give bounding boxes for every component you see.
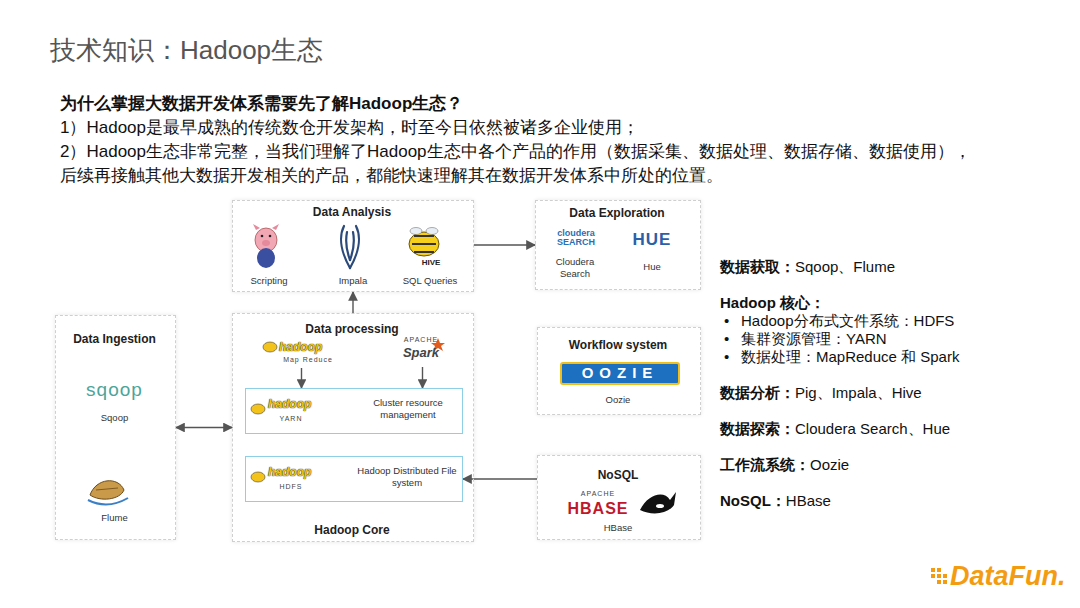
note-text: 工作流系统： [720,456,810,475]
box-text: Map Reduce [277,356,339,365]
box-text: Flume [56,512,173,524]
datafun-dots [931,568,947,584]
note-text: 数据探索： [720,420,795,439]
box-text: Scripting [238,275,300,287]
component-box: hadoopMap Reduce [261,340,342,368]
box-text: Cloudera Search [546,256,604,280]
box-text: cloudera SEARCH [544,229,608,248]
note-text: • [724,312,729,331]
component-box: hadoopHDFS Hadoop Distributed File system [245,456,463,502]
box-text: Data Ingestion [56,332,173,347]
box-text: Data Analysis [233,205,471,220]
box-text: APACHE [558,490,638,499]
box-text: Data processing [233,322,471,337]
note-text: Pig、Impala、Hive [795,384,922,403]
note-text: • [724,330,729,349]
component-box: Data Exploration cloudera SEARCH HUE Cloude… [535,200,701,290]
component-box: Data processingHadoop CorehadoopMap Redu… [232,313,474,542]
box-text: Oozie [538,394,698,406]
connector-arrow [176,427,232,428]
box-text: Impala [323,275,383,287]
note-text: Hadoop分布式文件系统：HDFS [741,312,954,331]
note-text: • [724,348,729,367]
hadoop-elephant-icon [251,342,277,482]
box-text: HBase [538,522,698,534]
pig-icon [253,224,279,268]
box-text: HBASE [558,499,638,519]
note-text: NoSQL： [720,492,786,511]
connector-arrow [301,368,302,388]
box-text: Sqoop [56,412,173,424]
box-text: hadoop [268,397,338,412]
box-text: APACHE [393,336,449,345]
component-box: Workflow systemOOZIE Oozie [537,327,701,415]
body-text: 1）Hadoop是最早成熟的传统数仓开发架构，时至今日依然被诸多企业使用； [60,116,985,140]
box-text: Workflow system [538,338,698,353]
connector-arrow [474,244,535,245]
box-text: HUE [616,229,688,250]
note-text: 数据分析： [720,384,795,403]
body-text: 2）Hadoop生态非常完整，当我们理解了Hadoop生态中各个产品的作用（数据… [60,140,985,188]
hive-bee-icon [409,228,439,257]
note-text: 集群资源管理：YARN [741,330,887,349]
hbase-orca-icon [640,492,676,513]
box-text: NoSQL [538,468,698,483]
note-text: Oozie [810,456,849,475]
box-text: Cluster resource management [358,397,458,421]
note-text: Cloudera Search、Hue [795,420,950,439]
page-title: 技术知识：Hadoop生态 [50,34,323,67]
box-text: Spark [393,345,449,361]
note-text: 数据处理：MapReduce 和 Spark [741,348,959,367]
box-text: Hadoop Distributed File system [354,465,460,489]
component-box: APACHESpark [393,336,452,367]
box-text: hadoop [268,465,338,480]
box-text: OOZIE [560,362,680,385]
component-box: Data Ingestion sqoopSqoopFlume [55,315,176,540]
box-text: SQL Queries [391,275,469,287]
component-box: NoSQL APACHEHBASE HBase [537,455,701,540]
connector-arrow [422,367,423,388]
note-text: Sqoop、Flume [795,258,895,277]
note-text: 数据获取： [720,258,795,277]
connector-arrow [352,292,353,313]
box-text: HDFS [266,483,316,492]
box-text: HIVE [409,258,453,268]
flume-icon [88,481,128,505]
note-text: Hadoop 核心： [720,294,825,313]
impala-icon [341,226,359,268]
box-text: Hue [621,261,683,273]
note-text: HBase [786,492,831,511]
connector-arrow [463,478,537,479]
component-box: Data AnalysisHIVE Scripting Impala SQL Quer… [232,200,474,292]
box-text: hadoop [279,340,339,355]
box-text: Hadoop Core [233,523,471,538]
body-text: 为什么掌握大数据开发体系需要先了解Hadoop生态？ [60,92,985,116]
box-text: Data Exploration [536,206,698,221]
box-text: YARN [266,415,316,424]
component-box: hadoopYARN Cluster resource management [245,388,463,434]
box-text: sqoop [56,378,173,402]
watermark: DataFun. [950,560,1066,594]
